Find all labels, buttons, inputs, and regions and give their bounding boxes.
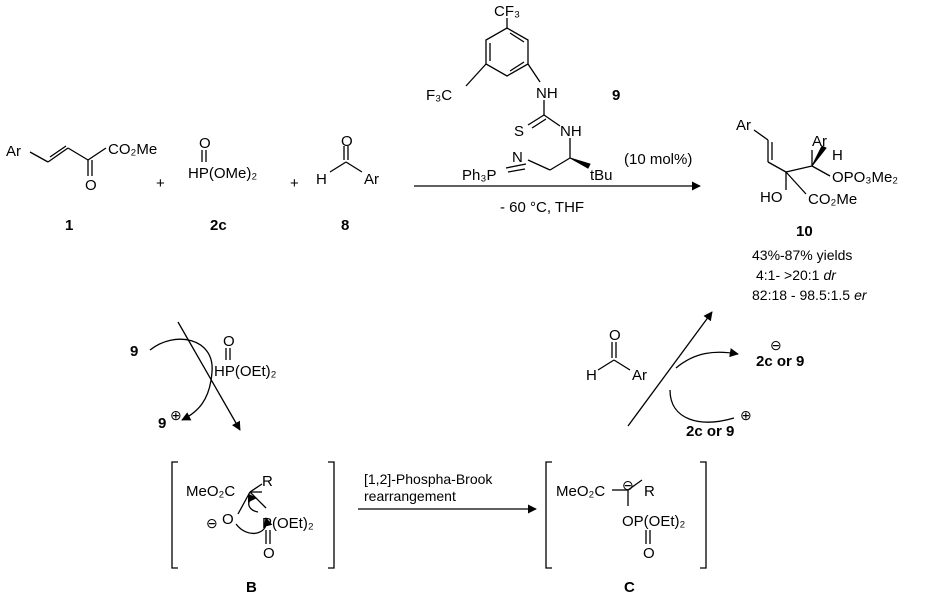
plus-charge-icon-2: ⊕	[740, 407, 752, 423]
intB-minus-icon: ⊖	[206, 515, 218, 531]
thiourea-s-label: S	[514, 123, 524, 140]
intermediate-B-label: B	[246, 579, 257, 596]
intB-po-label: O	[263, 545, 275, 562]
product-opo-label: OPO₃Me₂	[832, 169, 898, 186]
phosphite-o-label: O	[199, 135, 211, 152]
intC-ester-label: MeO₂C	[556, 483, 605, 500]
aldehyde-o-label: O	[341, 133, 353, 150]
product-10-number: 10	[796, 223, 813, 240]
yields-text: 43%-87% yields	[752, 247, 852, 263]
catalyst-9-number: 9	[612, 87, 620, 104]
compound-8-structure	[329, 146, 363, 173]
cf3-top-label: CF₃	[494, 3, 520, 20]
intermediate-C-structure	[545, 461, 707, 569]
plus-sign-1: +	[156, 175, 165, 192]
cycle-phosphite-o: O	[223, 333, 235, 350]
intC-r-label: R	[644, 483, 655, 500]
cycle-in-or9: or 9	[703, 423, 735, 440]
compound-2c-structure	[201, 150, 207, 162]
intermediate-B-structure	[171, 461, 335, 569]
product-ho-label: HO	[760, 189, 783, 206]
cycle-phosphite-label: HP(OEt)₂	[214, 363, 277, 380]
aldehyde-ar-label: Ar	[364, 171, 379, 188]
cycle-in-label: 2c or 9	[686, 423, 734, 440]
compound-8-number: 8	[341, 217, 349, 234]
dr-unit: dr	[823, 267, 837, 283]
product-h-label: H	[832, 147, 843, 164]
rearrangement-line1: [1,2]-Phospha-Brook	[364, 471, 493, 487]
cycle-9-in-label: 9	[130, 343, 138, 360]
er-unit: er	[854, 287, 868, 303]
plus-charge-icon: ⊕	[170, 407, 182, 423]
product-ester-label: CO₂Me	[808, 191, 857, 208]
enone-ester-label: CO₂Me	[108, 141, 157, 158]
tbu-label: tBu	[590, 167, 613, 184]
enone-ar-label: Ar	[6, 143, 21, 160]
intB-p-label: P(OEt)₂	[262, 515, 314, 532]
intB-r-label: R	[262, 473, 273, 490]
minus-charge-icon: ⊖	[770, 337, 782, 353]
intB-o-label: O	[222, 511, 234, 528]
aldehyde-h-label: H	[316, 171, 327, 188]
cycle-arrows	[149, 311, 739, 514]
enone-o-label: O	[85, 177, 97, 194]
cycle-9-out-label: 9	[158, 415, 166, 432]
cycle-out-label: 2c or 9	[756, 353, 804, 370]
cycle-in-2c: 2c	[686, 423, 703, 440]
intermediate-C-label: C	[624, 579, 635, 596]
intB-ester-label: MeO₂C	[186, 483, 235, 500]
dr-value: 4:1- >20:1	[756, 267, 820, 283]
intC-opo-label: OP(OEt)₂	[622, 513, 686, 530]
product-10-structure	[753, 129, 831, 195]
cycle-aldehyde-h: H	[586, 367, 597, 384]
er-value: 82:18 - 98.5:1.5	[752, 287, 850, 303]
rearrangement-line2: rearrangement	[364, 488, 456, 504]
cycle-out-or9: or 9	[773, 353, 805, 370]
imine-n-label: N	[512, 149, 523, 166]
compound-1-number: 1	[65, 217, 73, 234]
cycle-aldehyde-o: O	[609, 327, 621, 344]
nh-label-1: NH	[536, 85, 558, 102]
nh-label-2: NH	[560, 123, 582, 140]
compound-2c-number: 2c	[210, 217, 227, 234]
ph3p-label: Ph₃P	[462, 167, 496, 184]
product-ar1-label: Ar	[736, 117, 751, 134]
cycle-out-2c: 2c	[756, 353, 773, 370]
compound-1-structure	[29, 145, 107, 176]
phosphite-label: HP(OMe)₂	[188, 165, 257, 182]
cf3-left-label: F₃C	[426, 87, 452, 104]
cycle-aldehyde-ar: Ar	[632, 367, 647, 384]
catalyst-loading: (10 mol%)	[624, 151, 692, 168]
intC-minus-icon: ⊖	[622, 477, 634, 493]
product-ar2-label: Ar	[812, 133, 827, 150]
reaction-conditions: - 60 °C, THF	[500, 199, 584, 216]
plus-sign-2: +	[290, 175, 299, 192]
catalyst-9-structure	[465, 18, 571, 173]
intC-po-label: O	[643, 545, 655, 562]
